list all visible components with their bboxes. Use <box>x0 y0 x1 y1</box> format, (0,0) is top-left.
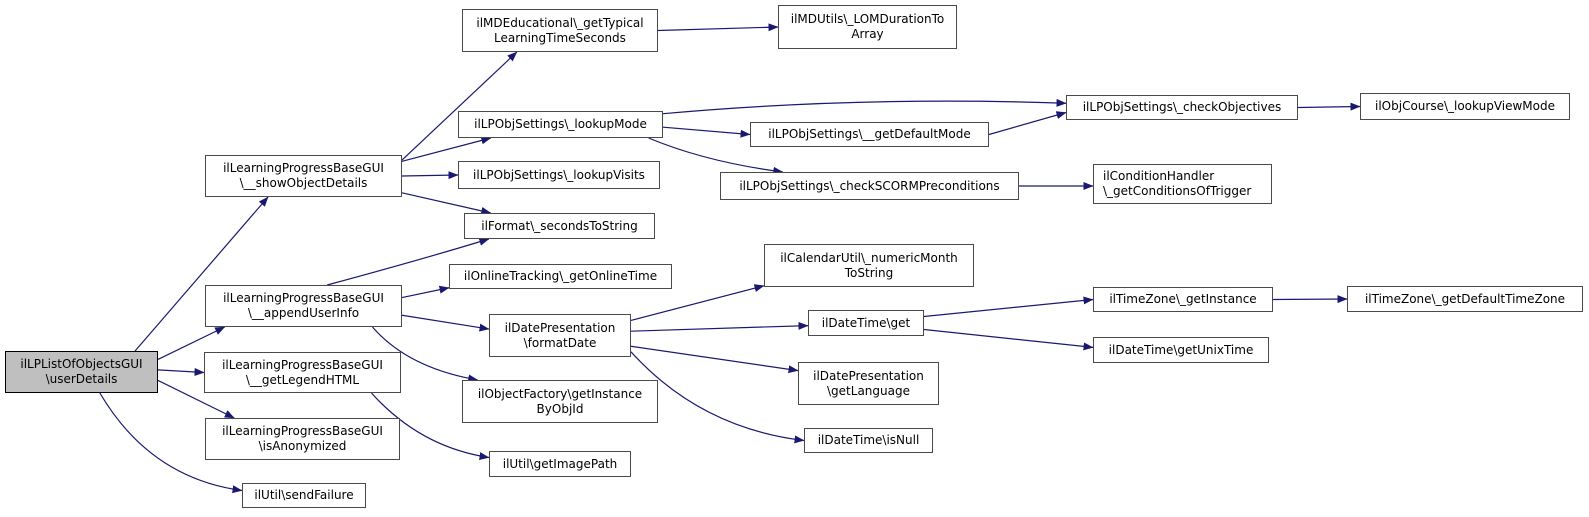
node-label: \__showObjectDetails <box>239 176 368 190</box>
edge-show-object-details-get-typical-learning-time-seconds <box>401 51 518 161</box>
edge-format-date-get-language <box>630 345 799 374</box>
node-label: ilTimeZone\_getInstance <box>1109 292 1257 306</box>
edge-get-legend-html-get-image-path <box>371 392 490 461</box>
edge-user-details-send-failure <box>99 392 243 494</box>
node-label: ilObjCourse\_lookupViewMode <box>1375 99 1555 113</box>
node-lookup-view-mode[interactable]: ilObjCourse\_lookupViewMode <box>1360 93 1570 120</box>
node-label: ilDateTime\isNull <box>817 433 920 447</box>
edge-format-date-is-null <box>630 351 805 444</box>
node-lookup-visits[interactable]: ilLPObjSettings\_lookupVisits <box>458 161 660 189</box>
node-label: ilDateTime\getUnixTime <box>1108 342 1254 357</box>
node-label: ilDateTime\get <box>821 315 911 330</box>
node-label: ilTimeZone\_getDefaultTimeZone <box>1364 291 1566 306</box>
edge-user-details-show-object-details <box>134 196 269 352</box>
node-is-anonymized[interactable]: ilLearningProgressBaseGUI\isAnonymized <box>205 418 400 460</box>
edge-user-details-is-anonymized <box>157 379 235 419</box>
edge-tz-get-instance-tz-get-default-time-zone <box>1272 295 1348 304</box>
node-label: ilCalendarUtil\_numericMonth <box>780 250 958 265</box>
node-get-language[interactable]: ilDatePresentation\getLanguage <box>798 362 939 405</box>
node-append-user-info[interactable]: ilLearningProgressBaseGUI\__appendUserIn… <box>205 285 402 327</box>
node-check-objectives[interactable]: ilLPObjSettings\_checkObjectives <box>1066 95 1298 120</box>
edge-date-time-get-tz-get-instance <box>923 296 1094 318</box>
node-label: ilLPObjSettings\_lookupVisits <box>473 167 645 182</box>
node-label: ilLearningProgressBaseGUI <box>223 291 384 305</box>
node-get-image-path[interactable]: ilUtil\getImagePath <box>489 451 631 477</box>
node-label: ilFormat\_secondsToString <box>481 218 638 233</box>
node-label: ilObjectFactory\getInstance <box>477 386 643 401</box>
node-label: ilLearningProgressBaseGUI <box>222 357 383 372</box>
node-get-legend-html[interactable]: ilLearningProgressBaseGUI\__getLegendHTM… <box>204 352 401 393</box>
edge-append-user-info-get-online-time <box>401 285 450 299</box>
node-format-date[interactable]: ilDatePresentation\formatDate <box>489 314 631 357</box>
edge-check-objectives-lookup-view-mode <box>1297 102 1361 111</box>
node-label: ilLPObjSettings\__getDefaultMode <box>768 127 971 141</box>
node-label: ilLPListOfObjectsGUI <box>20 357 143 371</box>
node-label: ilLPObjSettings\_lookupMode <box>474 117 647 131</box>
node-label: \__getLegendHTML <box>245 372 360 387</box>
node-label: ilUtil\getImagePath <box>502 456 618 471</box>
node-label: ilDatePresentation <box>813 368 924 383</box>
node-label: ilDatePresentation <box>504 320 616 335</box>
node-label: LearningTimeSeconds <box>494 30 626 45</box>
node-label: Array <box>851 27 884 41</box>
edge-user-details-append-user-info <box>157 326 226 360</box>
edge-lookup-mode-get-default-mode <box>662 126 751 138</box>
node-show-object-details[interactable]: ilLearningProgressBaseGUI\__showObjectDe… <box>205 155 402 197</box>
edge-append-user-info-get-instance-by-obj-id <box>371 326 479 383</box>
edge-lookup-mode-check-objectives <box>662 98 1067 115</box>
node-is-null[interactable]: ilDateTime\isNull <box>804 428 933 453</box>
edge-show-object-details-lookup-mode <box>401 136 492 162</box>
edge-append-user-info-seconds-to-string <box>326 237 490 286</box>
edge-get-default-mode-check-objectives <box>988 111 1067 136</box>
node-label: ByObjId <box>536 401 584 416</box>
node-label: \__appendUserInfo <box>247 306 360 320</box>
node-label: ilMDUtils\_LOMDurationTo <box>790 12 945 26</box>
node-label: ilMDEducational\_getTypical <box>476 15 644 30</box>
edge-format-date-date-time-get <box>630 321 809 332</box>
node-label: ToString <box>844 265 894 280</box>
node-label: ilLPObjSettings\_checkSCORMPreconditions <box>739 178 1000 193</box>
node-label: ilLearningProgressBaseGUI <box>223 161 384 175</box>
node-lookup-mode[interactable]: ilLPObjSettings\_lookupMode <box>458 111 663 138</box>
edge-show-object-details-seconds-to-string <box>401 192 492 215</box>
node-tz-get-instance[interactable]: ilTimeZone\_getInstance <box>1093 287 1273 312</box>
node-get-unix-time[interactable]: ilDateTime\getUnixTime <box>1093 337 1269 363</box>
edge-show-object-details-lookup-visits <box>401 171 459 180</box>
edge-format-date-numeric-month-to-string <box>630 284 765 322</box>
node-label: ilConditionHandler <box>1103 169 1215 183</box>
edge-user-details-get-legend-html <box>157 367 205 376</box>
node-seconds-to-string[interactable]: ilFormat\_secondsToString <box>464 213 655 239</box>
node-label: ilLPObjSettings\_checkObjectives <box>1082 100 1282 114</box>
node-check-scorm-preconditions[interactable]: ilLPObjSettings\_checkSCORMPreconditions <box>720 172 1019 200</box>
edge-get-typical-learning-time-seconds-lom-duration-to-array <box>657 23 779 32</box>
edge-append-user-info-format-date <box>401 314 490 332</box>
edge-lookup-mode-check-scorm-preconditions <box>648 137 784 175</box>
node-label: \isAnonymized <box>258 439 347 453</box>
node-label: \getLanguage <box>827 383 910 398</box>
node-label: \_getConditionsOfTrigger <box>1103 184 1252 198</box>
node-label: \userDetails <box>45 372 118 386</box>
node-date-time-get[interactable]: ilDateTime\get <box>808 310 924 336</box>
node-get-default-mode[interactable]: ilLPObjSettings\__getDefaultMode <box>750 122 989 147</box>
node-label: ilUtil\sendFailure <box>254 488 354 502</box>
node-label: ilLearningProgressBaseGUI <box>222 424 383 438</box>
node-user-details: ilLPListOfObjectsGUI\userDetails <box>5 351 158 393</box>
node-get-online-time[interactable]: ilOnlineTracking\_getOnlineTime <box>449 264 672 289</box>
node-label: ilOnlineTracking\_getOnlineTime <box>463 269 658 283</box>
node-get-conditions-of-trigger[interactable]: ilConditionHandler\_getConditionsOfTrigg… <box>1093 164 1272 204</box>
node-label: \formatDate <box>523 335 597 350</box>
node-tz-get-default-time-zone[interactable]: ilTimeZone\_getDefaultTimeZone <box>1347 286 1583 312</box>
node-send-failure[interactable]: ilUtil\sendFailure <box>242 483 366 508</box>
edge-date-time-get-get-unix-time <box>923 328 1094 351</box>
